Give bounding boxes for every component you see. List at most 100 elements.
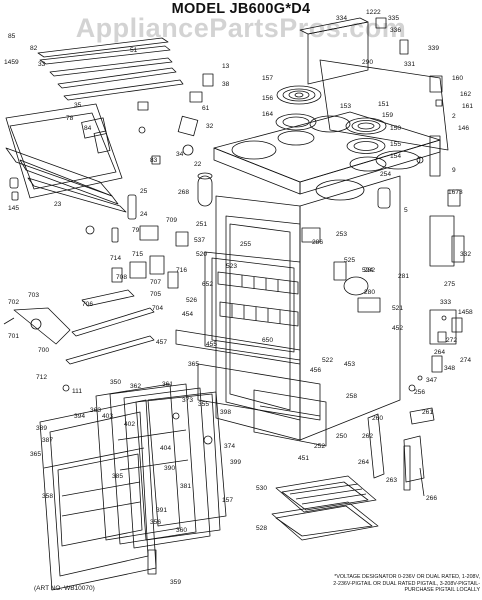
callout: 153 (340, 103, 351, 110)
callout: 652 (202, 281, 213, 288)
callout: 145 (8, 205, 19, 212)
callout: 24 (140, 211, 148, 218)
callout: 524 (362, 267, 373, 274)
callout: 523 (226, 263, 237, 270)
callout: 650 (262, 337, 273, 344)
small-parts-upper (137, 73, 214, 207)
cooktop (213, 111, 441, 201)
callout: 1458 (458, 309, 473, 316)
callout: 712 (36, 374, 47, 381)
callout: 526 (186, 297, 197, 304)
callout: 331 (404, 61, 415, 68)
callout-labels: 85 1459 82 33 51 13 38 61 32 35 78 84 83… (4, 9, 473, 586)
callout: 9 (452, 167, 456, 174)
callout: 159 (382, 112, 393, 119)
callout: 456 (310, 367, 321, 374)
callout: 361 (162, 381, 173, 388)
callout: 82 (30, 45, 38, 52)
callout: 334 (336, 15, 347, 22)
callout: 455 (206, 341, 217, 348)
callout: 362 (130, 383, 141, 390)
callout: 537 (194, 237, 205, 244)
callout: 333 (440, 299, 451, 306)
callout: 33 (38, 61, 46, 68)
callout: 453 (344, 361, 355, 368)
callout: 79 (132, 227, 140, 234)
callout: 399 (230, 459, 241, 466)
callout: 254 (380, 171, 391, 178)
callout: 704 (152, 305, 163, 312)
callout: 263 (386, 477, 397, 484)
callout: 528 (256, 525, 267, 532)
callout: 32 (206, 123, 214, 130)
callout: 350 (110, 379, 121, 386)
callout: 13 (222, 63, 230, 70)
callout: 452 (392, 325, 403, 332)
callout: 356 (150, 519, 161, 526)
callout: 264 (434, 349, 445, 356)
callout: 160 (452, 75, 463, 82)
callout: 336 (390, 27, 401, 34)
callout: 707 (150, 279, 161, 286)
callout: 363 (90, 407, 101, 414)
model-title: MODEL JB600G*D4 (171, 1, 311, 17)
callout: 525 (344, 257, 355, 264)
voltage-note: *VOLTAGE DESIGNATOR 0-236V OR DUAL RATED… (333, 574, 480, 594)
callout: 78 (66, 115, 74, 122)
callout: 260 (372, 415, 383, 422)
callout: 5 (404, 207, 408, 214)
callout: 454 (182, 311, 193, 318)
callout: 521 (392, 305, 403, 312)
callout: 51 (130, 47, 138, 54)
callout: 255 (240, 241, 251, 248)
callout: 161 (462, 103, 473, 110)
callout: 360 (176, 527, 187, 534)
storage-drawer (175, 329, 327, 447)
callout: 332 (460, 251, 471, 258)
callout: 1673 (448, 189, 463, 196)
callout: 281 (398, 273, 409, 280)
callout: 258 (346, 393, 357, 400)
callout: 359 (170, 579, 181, 586)
callout: 272 (446, 337, 457, 344)
broiler-pan (271, 475, 379, 541)
callout: 250 (336, 433, 347, 440)
callout: 390 (164, 465, 175, 472)
oven-racks (217, 271, 299, 327)
oven-door-assembly (39, 383, 227, 591)
callout: 373 (182, 397, 193, 404)
callout: 85 (8, 33, 16, 40)
callout: 365 (188, 361, 199, 368)
callout: 146 (458, 125, 469, 132)
side-hardware (3, 225, 189, 392)
callout: 701 (8, 333, 19, 340)
callout: 264 (358, 459, 369, 466)
callout: 252 (314, 443, 325, 450)
lower-right-parts (367, 331, 447, 497)
callout: 522 (322, 357, 333, 364)
callout: 164 (262, 111, 273, 118)
callout: 387 (42, 437, 53, 444)
callout: 286 (312, 239, 323, 246)
callout: 23 (54, 201, 62, 208)
callout: 162 (460, 91, 471, 98)
callout: 391 (156, 507, 167, 514)
callout: 38 (222, 81, 230, 88)
callout: 385 (112, 473, 123, 480)
callout: 358 (42, 493, 53, 500)
callout: 355 (198, 401, 209, 408)
callout: 394 (74, 413, 85, 420)
callout: 274 (460, 357, 471, 364)
callout: 275 (444, 281, 455, 288)
callout: 402 (124, 421, 135, 428)
callout: 705 (150, 291, 161, 298)
callout: 280 (364, 289, 375, 296)
callout: 530 (256, 485, 267, 492)
callout: 262 (362, 433, 373, 440)
callout: 708 (116, 274, 127, 281)
callout: 61 (202, 105, 210, 112)
callout: 84 (84, 125, 92, 132)
callout: 339 (428, 45, 439, 52)
callout: 714 (110, 255, 121, 262)
callout: 716 (176, 267, 187, 274)
